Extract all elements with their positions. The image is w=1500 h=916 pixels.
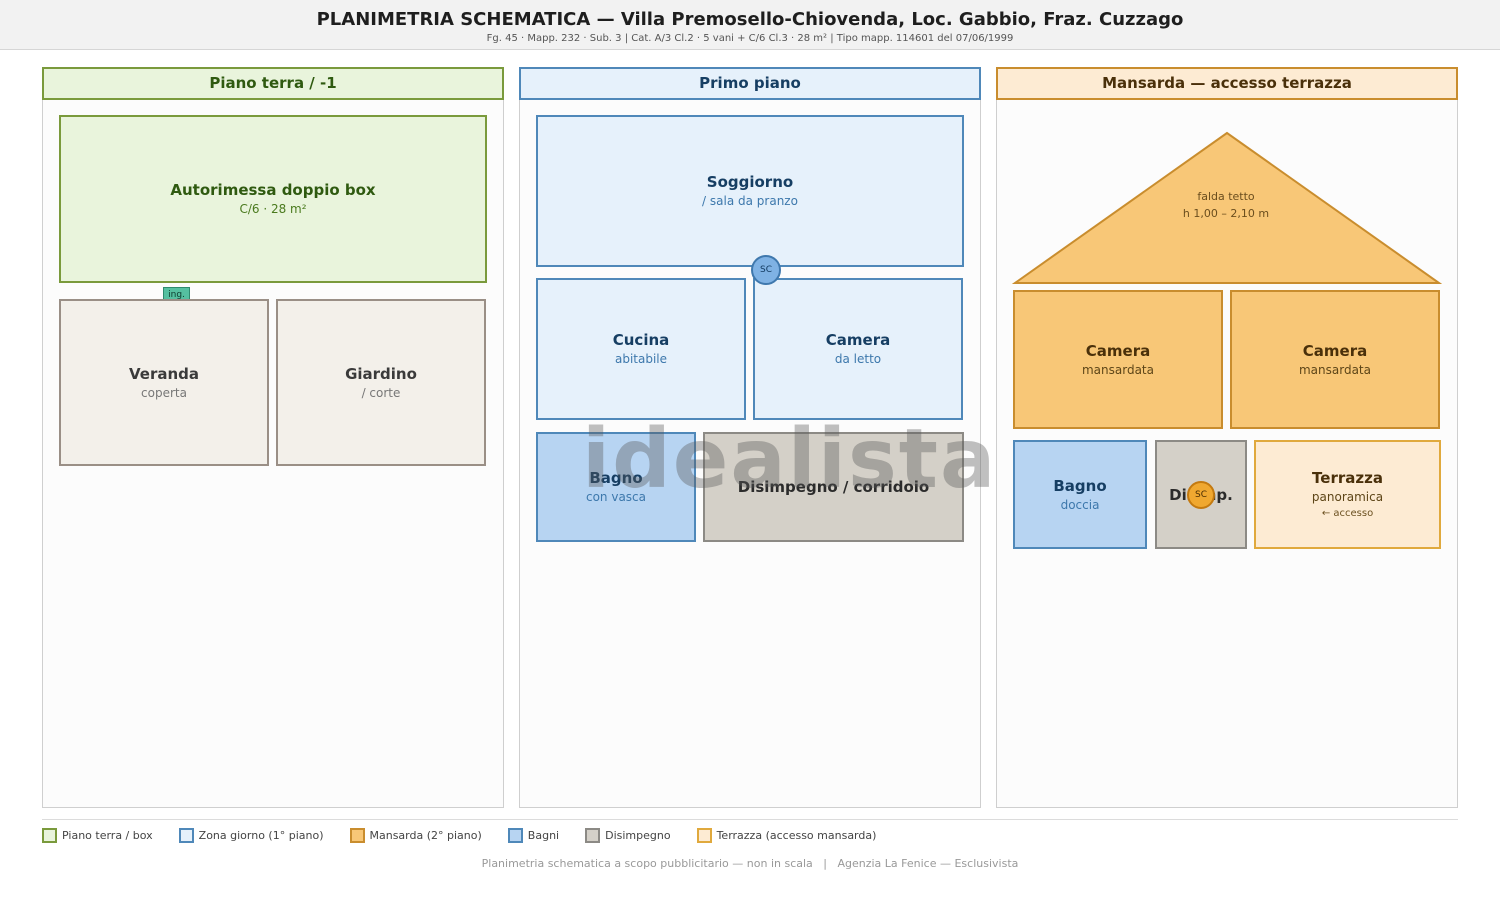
header-bar bbox=[0, 0, 1500, 50]
room-bedroom: Camera da letto bbox=[753, 278, 963, 420]
stairs-attic: SC bbox=[1187, 481, 1215, 509]
panel-ground-floor-title: Piano terra / -1 bbox=[42, 67, 504, 100]
room-terrace-note: ← accesso bbox=[1321, 507, 1374, 519]
room-bedroom-name: Camera bbox=[825, 331, 891, 349]
legend-swatch-attic bbox=[349, 828, 365, 843]
room-garage-name: Autorimessa doppio box bbox=[170, 181, 376, 199]
room-veranda-sub: coperta bbox=[141, 385, 187, 400]
legend-item-hall: Disimpegno bbox=[585, 828, 671, 843]
room-bath-first-sub: con vasca bbox=[585, 490, 647, 504]
legend-swatch-first bbox=[178, 828, 194, 843]
legend-label-first: Zona giorno (1° piano) bbox=[198, 829, 324, 842]
legend-swatch-terrace bbox=[696, 828, 712, 843]
room-veranda-name: Veranda bbox=[128, 364, 200, 383]
cadastral-subtitle: Fg. 45 · Mapp. 232 · Sub. 3 | Cat. A/3 C… bbox=[486, 33, 1014, 44]
room-bath-attic-name: Bagno bbox=[1053, 476, 1107, 495]
legend-label-terrace: Terrazza (accesso mansarda) bbox=[716, 829, 877, 842]
room-bath-first: Bagno con vasca bbox=[536, 432, 696, 542]
room-terrace-sub: panoramica bbox=[1311, 489, 1384, 504]
room-attic-bedroom-2-sub: mansardata bbox=[1298, 362, 1371, 377]
footer-note: Planimetria schematica a scopo pubblicit… bbox=[481, 857, 1019, 870]
room-veranda: Veranda coperta bbox=[59, 299, 269, 466]
room-attic-bedroom-2-name: Camera bbox=[1302, 341, 1368, 360]
roof-pitch-shape bbox=[1012, 131, 1442, 284]
room-attic-bedroom-1-name: Camera bbox=[1085, 341, 1151, 360]
room-terrace-name: Terrazza bbox=[1312, 468, 1383, 487]
room-kitchen-name: Cucina bbox=[612, 331, 670, 349]
room-hall-first-name: Disimpegno / corridoio bbox=[737, 478, 930, 496]
panel-attic-title: Mansarda — accesso terrazza bbox=[996, 67, 1458, 100]
roof-height: h 1,00 – 2,10 m bbox=[1182, 207, 1270, 220]
room-hall-first: Disimpegno / corridoio bbox=[703, 432, 964, 542]
legend-divider bbox=[42, 819, 1458, 820]
room-bath-attic-sub: doccia bbox=[1060, 497, 1100, 512]
stairs-first-floor: SC bbox=[751, 255, 781, 285]
watermark-logo: idealista bbox=[582, 412, 998, 507]
legend-item-first: Zona giorno (1° piano) bbox=[178, 828, 324, 843]
room-attic-bedroom-2: Camera mansardata bbox=[1230, 290, 1440, 429]
room-attic-bedroom-1-sub: mansardata bbox=[1081, 362, 1154, 377]
room-attic-bedroom-1: Camera mansardata bbox=[1013, 290, 1223, 429]
legend-item-attic: Mansarda (2° piano) bbox=[349, 828, 482, 843]
legend: Piano terra / box Zona giorno (1° piano)… bbox=[42, 828, 876, 843]
room-garage-sub: C/6 · 28 m² bbox=[239, 202, 307, 216]
room-kitchen-sub: abitabile bbox=[614, 352, 668, 366]
room-terrace: Terrazza panoramica ← accesso bbox=[1254, 440, 1441, 549]
legend-item-terrace: Terrazza (accesso mansarda) bbox=[696, 828, 877, 843]
room-living: Soggiorno / sala da pranzo bbox=[536, 115, 964, 267]
legend-label-ground: Piano terra / box bbox=[62, 829, 153, 842]
legend-swatch-hall bbox=[585, 828, 601, 843]
legend-swatch-baths bbox=[507, 828, 523, 843]
room-bath-attic: Bagno doccia bbox=[1013, 440, 1147, 549]
room-garage: Autorimessa doppio box C/6 · 28 m² bbox=[59, 115, 487, 283]
room-garden-sub: / corte bbox=[361, 385, 401, 400]
legend-item-ground: Piano terra / box bbox=[42, 828, 153, 843]
room-bath-first-name: Bagno bbox=[589, 469, 643, 487]
room-bedroom-sub: da letto bbox=[834, 352, 882, 366]
room-kitchen: Cucina abitabile bbox=[536, 278, 746, 420]
legend-label-attic: Mansarda (2° piano) bbox=[369, 829, 482, 842]
room-living-sub: / sala da pranzo bbox=[702, 194, 798, 208]
legend-label-hall: Disimpegno bbox=[605, 829, 671, 842]
legend-label-baths: Bagni bbox=[527, 829, 560, 842]
room-garden: Giardino / corte bbox=[276, 299, 486, 466]
roof-label: falda tetto bbox=[1197, 190, 1255, 203]
page-title: PLANIMETRIA SCHEMATICA — Villa Premosell… bbox=[316, 9, 1184, 30]
room-living-name: Soggiorno bbox=[706, 173, 794, 191]
legend-item-baths: Bagni bbox=[507, 828, 560, 843]
legend-swatch-ground bbox=[42, 828, 57, 843]
panel-first-floor-title: Primo piano bbox=[519, 67, 981, 100]
room-garden-name: Giardino bbox=[345, 364, 417, 383]
